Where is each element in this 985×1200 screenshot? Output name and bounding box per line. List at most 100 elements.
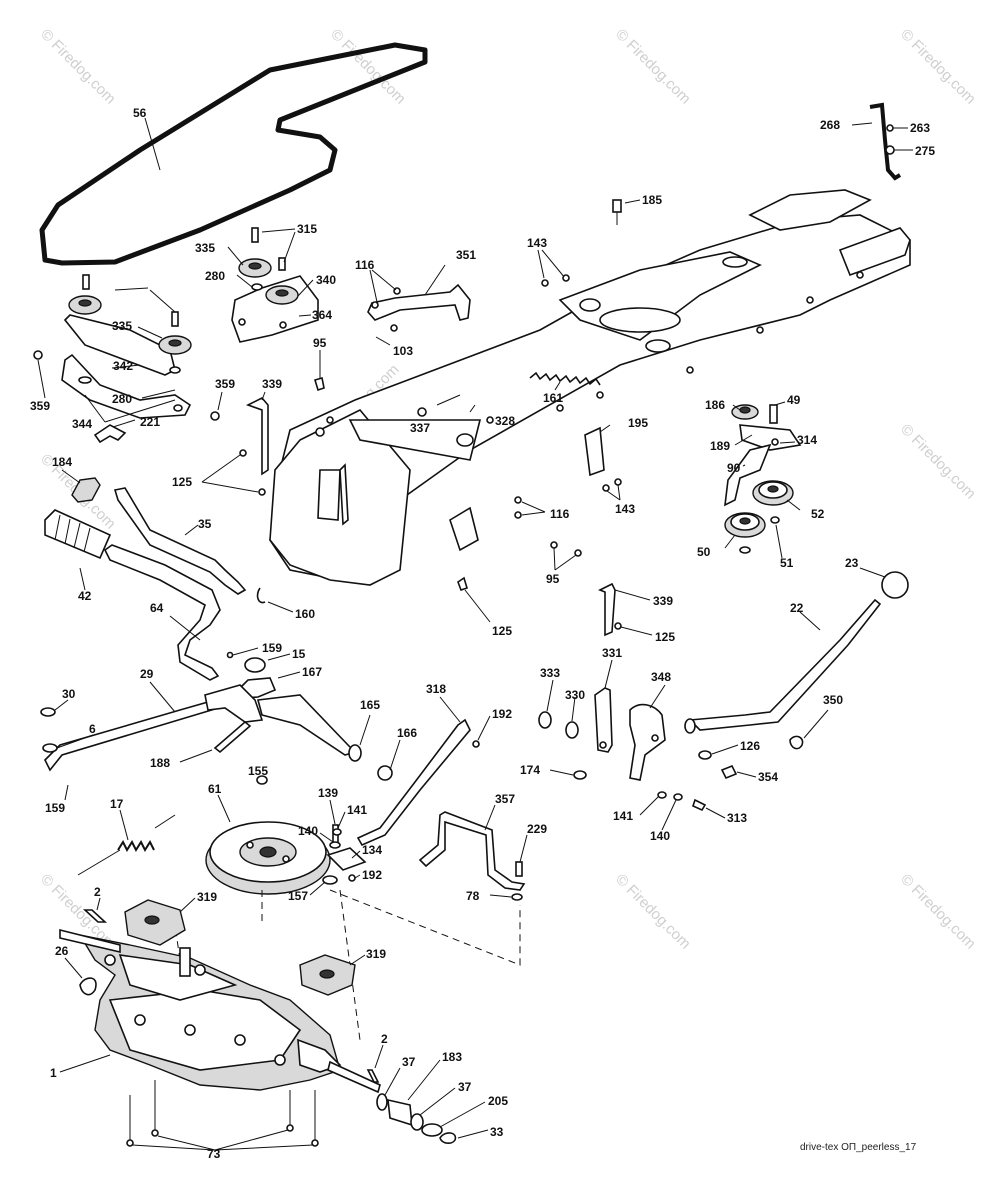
callout-label: 141 xyxy=(613,809,633,823)
callout-label: 188 xyxy=(150,756,170,770)
callout-label: 126 xyxy=(740,739,760,753)
callout-label: 1 xyxy=(50,1066,57,1080)
watermark: © Firedog.com xyxy=(612,26,694,108)
callout-label: 143 xyxy=(615,502,635,516)
callout-label: 331 xyxy=(602,646,622,660)
callout-label: 125 xyxy=(492,624,512,638)
callout-label: 351 xyxy=(456,248,476,262)
callout-label: 315 xyxy=(297,222,317,236)
drawing-reference: drive-tex OП_peerless_17 xyxy=(800,1142,917,1153)
callout-label: 318 xyxy=(426,682,446,696)
callout-label: 357 xyxy=(495,792,515,806)
callout-label: 354 xyxy=(758,770,778,784)
watermark: © Firedog.com xyxy=(612,871,694,953)
callout-label: 364 xyxy=(312,308,332,322)
callout-label: 335 xyxy=(112,319,132,333)
callout-label: 160 xyxy=(295,607,315,621)
callout-label: 42 xyxy=(78,589,92,603)
callout-label: 134 xyxy=(362,843,382,857)
callout-label: 192 xyxy=(492,707,512,721)
callout-label: 95 xyxy=(546,572,560,586)
callout-labels: 56 315 335 280 340 364 335 342 280 359 3… xyxy=(30,106,935,1161)
callout-label: 337 xyxy=(410,421,430,435)
callout-label: 17 xyxy=(110,797,124,811)
callout-label: 33 xyxy=(490,1125,504,1139)
callout-label: 186 xyxy=(705,398,725,412)
callout-label: 174 xyxy=(520,763,540,777)
callout-label: 116 xyxy=(550,507,570,521)
callout-label: 15 xyxy=(292,647,306,661)
callout-label: 275 xyxy=(915,144,935,158)
callout-label: 103 xyxy=(393,344,413,358)
callout-label: 221 xyxy=(140,415,160,429)
callout-label: 143 xyxy=(527,236,547,250)
watermark: © Firedog.com xyxy=(897,871,979,953)
callout-label: 339 xyxy=(262,377,282,391)
watermark-layer: © Firedog.com © Firedog.com © Firedog.co… xyxy=(37,26,979,953)
callout-label: 314 xyxy=(797,433,817,447)
callout-label: 333 xyxy=(540,666,560,680)
callout-label: 159 xyxy=(262,641,282,655)
callout-label: 37 xyxy=(402,1055,416,1069)
callout-label: 319 xyxy=(197,890,217,904)
callout-label: 52 xyxy=(811,507,825,521)
callout-label: 319 xyxy=(366,947,386,961)
callout-label: 26 xyxy=(55,944,69,958)
idler-assembly-upper xyxy=(231,227,319,343)
watermark: © Firedog.com xyxy=(897,26,979,108)
transaxle xyxy=(59,928,381,1094)
callout-label: 49 xyxy=(787,393,801,407)
callout-label: 340 xyxy=(316,273,336,287)
callout-label: 95 xyxy=(313,336,327,350)
idler-assembly-lower xyxy=(33,274,220,421)
callout-label: 29 xyxy=(140,667,154,681)
callout-label: 116 xyxy=(355,258,375,272)
callout-label: 56 xyxy=(133,106,147,120)
callout-label: 350 xyxy=(823,693,843,707)
watermark: © Firedog.com xyxy=(37,26,119,108)
callout-label: 22 xyxy=(790,601,804,615)
callout-label: 73 xyxy=(207,1147,221,1161)
callout-label: 50 xyxy=(697,545,711,559)
transmission-pulley xyxy=(205,821,331,895)
callout-label: 161 xyxy=(543,391,563,405)
callout-label: 229 xyxy=(527,822,547,836)
callout-label: 344 xyxy=(72,417,92,431)
callout-label: 280 xyxy=(205,269,225,283)
drive-belt xyxy=(39,42,428,266)
callout-label: 328 xyxy=(495,414,515,428)
callout-label: 263 xyxy=(910,121,930,135)
main-frame xyxy=(269,189,911,586)
callout-label: 125 xyxy=(172,475,192,489)
callout-label: 157 xyxy=(288,889,308,903)
callout-label: 2 xyxy=(94,885,101,899)
callout-label: 64 xyxy=(150,601,164,615)
callout-label: 167 xyxy=(302,665,322,679)
callout-label: 339 xyxy=(653,594,673,608)
callout-label: 348 xyxy=(651,670,671,684)
callout-label: 192 xyxy=(362,868,382,882)
callout-label: 359 xyxy=(30,399,50,413)
callout-label: 189 xyxy=(710,439,730,453)
callout-label: 155 xyxy=(248,764,268,778)
callout-label: 61 xyxy=(208,782,222,796)
callout-label: 140 xyxy=(298,824,318,838)
handle-grip xyxy=(44,509,112,560)
callout-label: 2 xyxy=(381,1032,388,1046)
callout-label: 30 xyxy=(62,687,76,701)
callout-label: 183 xyxy=(442,1050,462,1064)
callout-label: 78 xyxy=(466,889,480,903)
callout-label: 268 xyxy=(820,118,840,132)
callout-label: 23 xyxy=(845,556,859,570)
callout-label: 166 xyxy=(397,726,417,740)
callout-label: 125 xyxy=(655,630,675,644)
callout-label: 140 xyxy=(650,829,670,843)
callout-label: 159 xyxy=(45,801,65,815)
right-pulley-assembly xyxy=(724,404,802,554)
callout-label: 195 xyxy=(628,416,648,430)
callout-label: 184 xyxy=(52,455,72,469)
callout-label: 280 xyxy=(112,392,132,406)
callout-label: 35 xyxy=(198,517,212,531)
callout-label: 205 xyxy=(488,1094,508,1108)
